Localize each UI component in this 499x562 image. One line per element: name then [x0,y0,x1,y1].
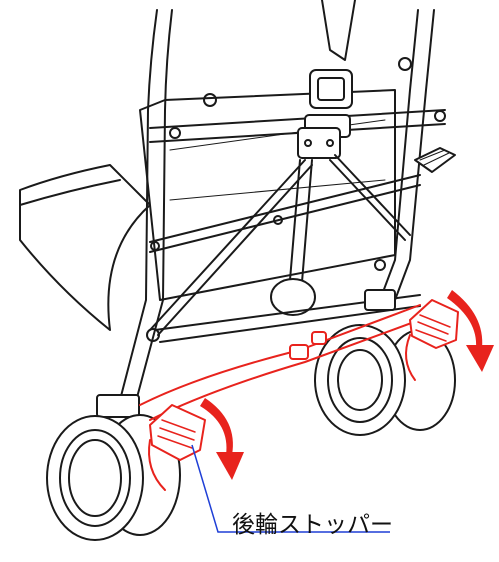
lower-cross-bar-2 [149,184,421,253]
x-brace-left [149,159,306,331]
hinge-rivet [326,139,334,147]
hinge-rivet [304,139,312,147]
left-brake-pedal-grip [157,419,196,449]
right-wheel-bracket [364,289,396,311]
x-brace-right [329,159,406,241]
right-brake-arm [405,334,416,381]
right-frame-tube [379,9,419,301]
left-wheel-hub [59,429,131,527]
basket-bar-2 [159,305,421,343]
right-wheel-front [314,324,406,436]
upper-cross-bar [149,109,446,129]
curved-down-arrow-icon [200,398,233,455]
hinge-plate [297,127,341,159]
rear-brake-callout-label: 後輪ストッパー [232,512,393,538]
brake-bar-top [139,304,421,406]
seat-fabric [19,164,151,331]
buckle [309,69,353,109]
right-brake-pedal [409,299,459,349]
right-wheel-hub [327,337,393,423]
shoulder-strap [321,0,356,61]
left-wheel-bracket [96,394,140,418]
leader-line [191,444,390,533]
brake-bar-joint-2 [311,331,327,345]
bar-rivet [203,93,217,107]
bar-rivet [150,241,160,251]
bar-rivet [146,328,160,342]
basket-knob [270,278,316,316]
right-wheel-hub-inner [337,349,383,411]
bar-rivet [169,127,181,139]
center-stem-2 [301,159,313,283]
x-brace-left-2 [157,164,313,336]
left-brake-pedal [149,404,206,461]
left-brake-arm [148,439,166,491]
left-frame-tube-2 [134,9,173,406]
lower-cross-bar [149,174,421,243]
left-wheel-hub-inner [68,439,122,517]
seat-fabric-inner [19,179,121,206]
fold-pedal-lines [419,149,450,166]
right-brake-pedal-grip [415,314,451,342]
left-frame-tube [119,9,158,401]
brake-bar-joint [289,344,309,360]
curved-down-arrow-icon [216,452,244,480]
bar-rivet [374,259,386,271]
curved-down-arrow-icon [466,345,494,372]
x-brace-right-2 [334,154,411,236]
bar-rivet [273,215,283,225]
bar-rivet [398,57,412,71]
bar-rivet [434,110,446,122]
curved-down-arrow-icon [447,290,483,348]
center-stem [289,159,301,281]
left-wheel-front [46,415,144,541]
buckle-inner [317,77,345,101]
